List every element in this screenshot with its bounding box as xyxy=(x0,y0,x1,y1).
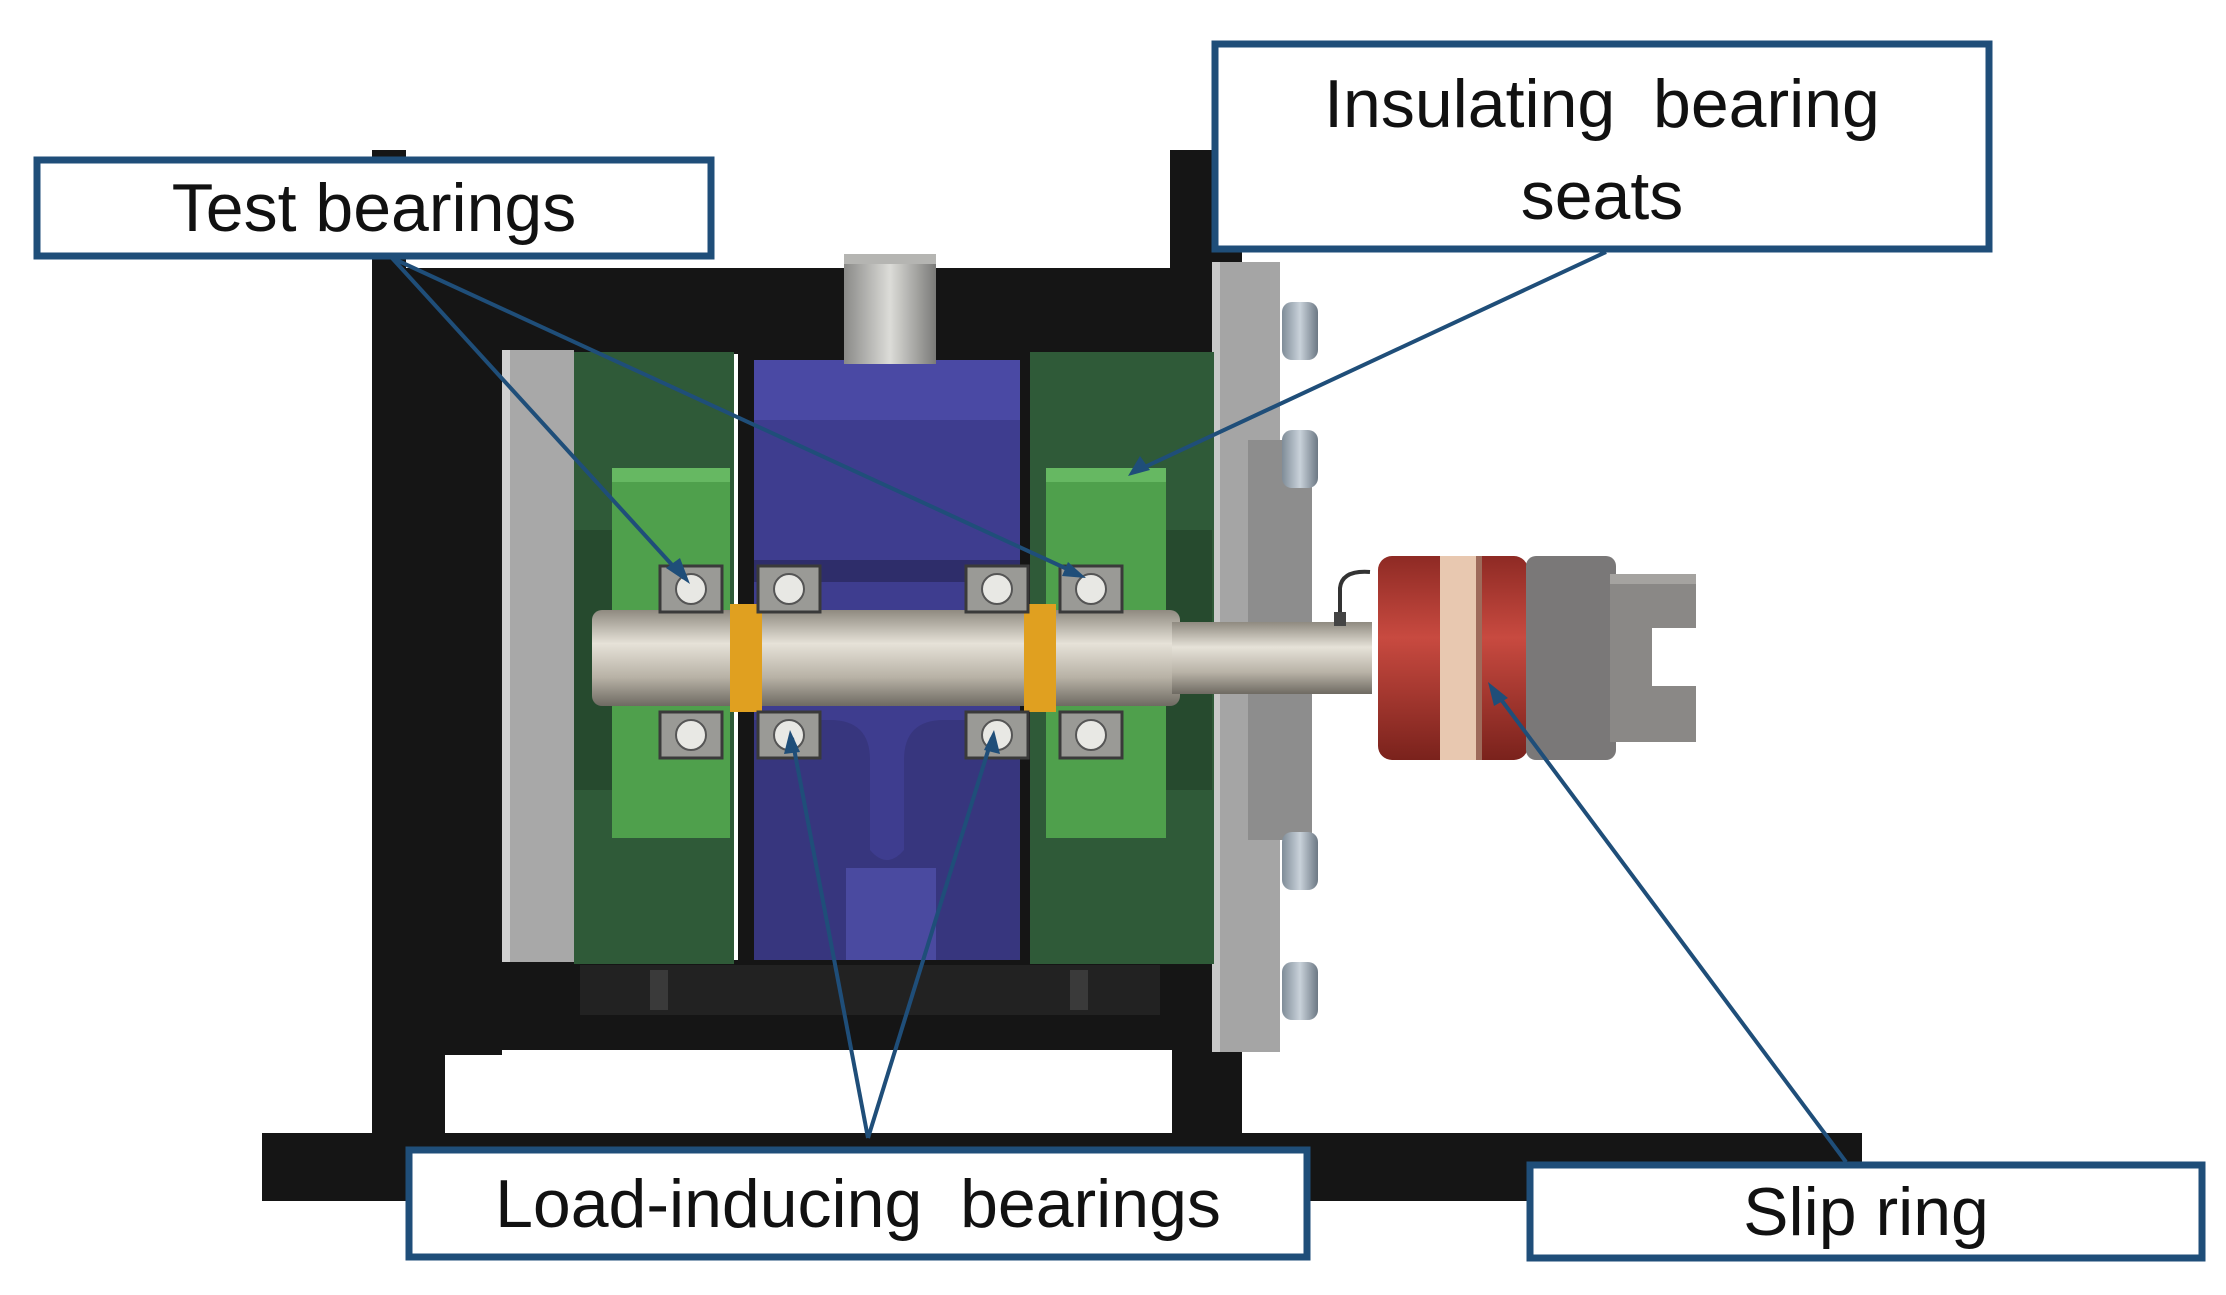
label-load-inducing: Load-inducing bearings xyxy=(495,1166,1221,1242)
callout-slip-ring: Slip ring xyxy=(1526,1161,2206,1262)
leader-test-bearings-right xyxy=(391,256,1079,576)
shaft-spacers xyxy=(730,604,1056,712)
load-pin xyxy=(844,254,936,364)
label-insulating-line1: Insulating bearing xyxy=(1324,66,1880,142)
leader-test-bearings-left xyxy=(390,256,686,580)
callout-load-inducing: Load-inducing bearings xyxy=(405,1146,1311,1261)
leader-load-left xyxy=(790,737,870,1139)
left-end-plate xyxy=(502,350,574,962)
slip-ring-wire xyxy=(1334,569,1371,626)
slip-ring xyxy=(1378,556,1528,760)
label-insulating-line2: seats xyxy=(1521,158,1684,234)
test-bearing-left xyxy=(658,564,724,760)
leader-lines xyxy=(390,250,1848,1164)
callout-insulating-seats: Insulating bearing seats xyxy=(1211,40,1993,253)
leader-insulating-seats xyxy=(1133,250,1607,474)
label-test-bearings: Test bearings xyxy=(172,170,576,246)
label-slip-ring: Slip ring xyxy=(1743,1174,1989,1250)
flange-bolts xyxy=(1282,302,1318,1020)
coupling xyxy=(1526,556,1696,760)
leader-slip-ring xyxy=(1492,688,1848,1164)
leader-load-right xyxy=(866,737,994,1139)
shaft xyxy=(592,610,1372,706)
leader-arrowheads xyxy=(666,456,1508,754)
callout-test-bearings: Test bearings xyxy=(33,156,715,260)
test-bearing-right xyxy=(1058,564,1124,760)
